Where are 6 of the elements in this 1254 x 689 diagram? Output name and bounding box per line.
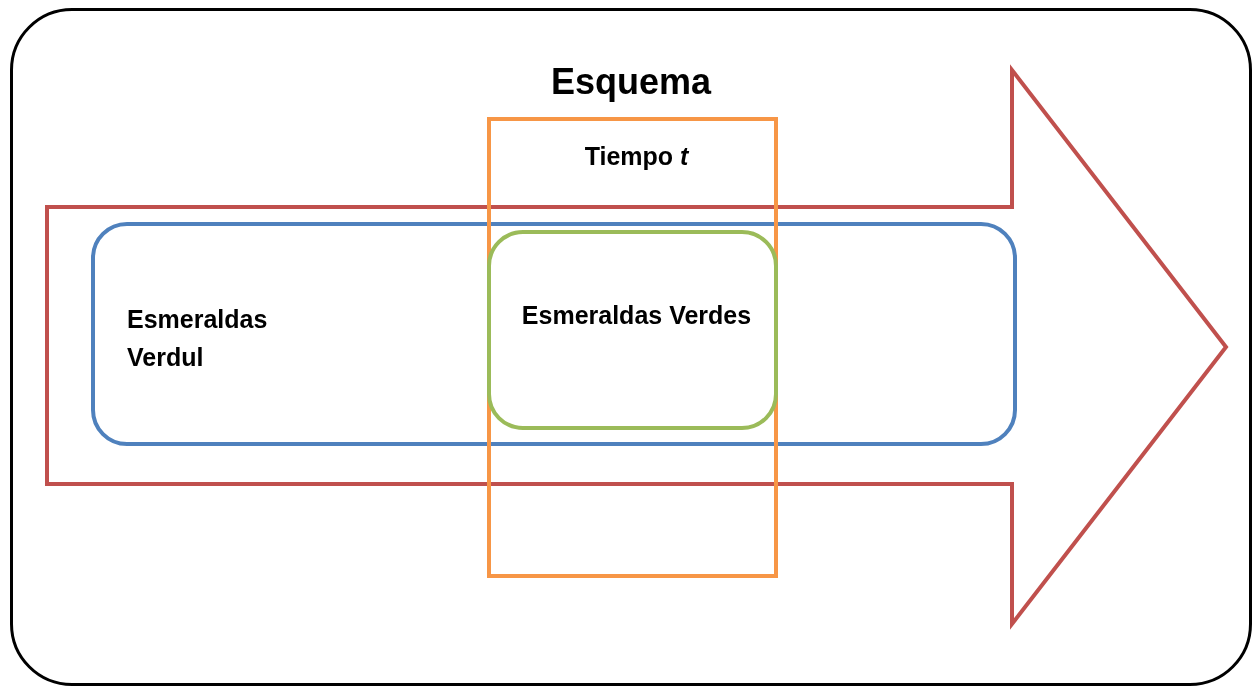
diagram-title: Esquema bbox=[549, 60, 713, 104]
box-label: Esmeraldas Verdes bbox=[520, 300, 753, 331]
box-label: Tiempo t bbox=[583, 141, 690, 172]
box-label: Esmeraldas Verdul bbox=[127, 304, 269, 373]
rounded-box bbox=[487, 230, 778, 430]
rounded-box bbox=[91, 222, 1017, 446]
